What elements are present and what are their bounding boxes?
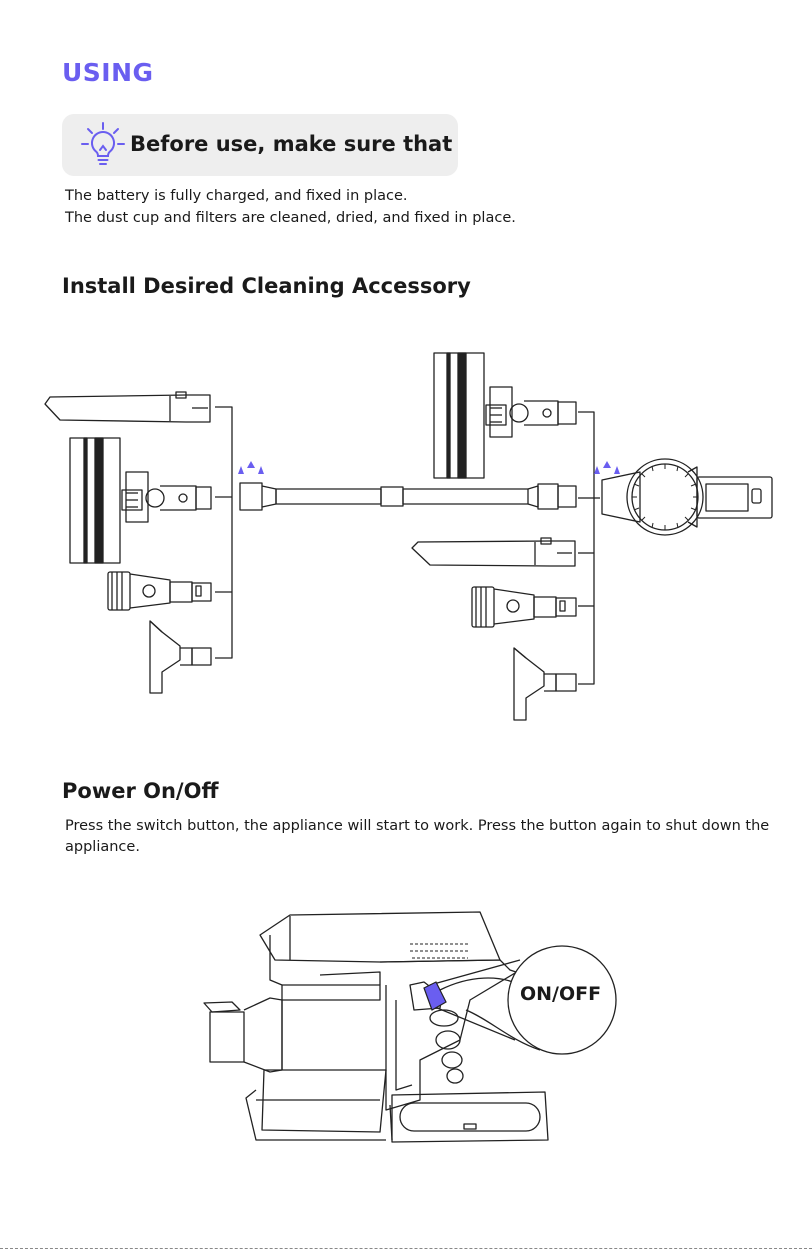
page-cut-line: [0, 1248, 812, 1249]
lightbulb-icon: [81, 122, 125, 165]
power-description: Press the switch button, the appliance w…: [65, 818, 770, 855]
power-heading: Power On/Off: [62, 779, 219, 803]
brush-tool-left: [107, 571, 212, 611]
tip-note: The battery is fully charged, and fixed …: [65, 188, 408, 204]
handheld-body: [601, 458, 773, 536]
tip-box: Before use, make sure that: [62, 114, 458, 176]
tip-note: The dust cup and filters are cleaned, dr…: [65, 209, 516, 226]
extension-tube: [239, 482, 577, 511]
dust-cup-ticks: [632, 464, 698, 530]
floor-head-middle: [433, 352, 577, 479]
brush-tool-middle: [471, 586, 577, 628]
crevice-tool-left: [44, 391, 211, 423]
power-switch-highlight: [423, 981, 447, 1011]
attach-arrows: [238, 461, 620, 474]
floor-head-left: [69, 437, 212, 564]
upholstery-tool-middle: [513, 647, 577, 721]
crevice-tool-middle: [411, 537, 576, 567]
onoff-callout-label: ON/OFF: [520, 983, 602, 1005]
power-diagram: [203, 911, 617, 1143]
page-title: USING: [62, 58, 154, 87]
tip-notes: The battery is fully charged, and fixed …: [65, 186, 516, 229]
tip-heading: Before use, make sure that: [130, 132, 453, 156]
accessory-diagram: [44, 352, 773, 721]
install-heading: Install Desired Cleaning Accessory: [62, 274, 471, 298]
upholstery-tool-left: [149, 620, 212, 694]
